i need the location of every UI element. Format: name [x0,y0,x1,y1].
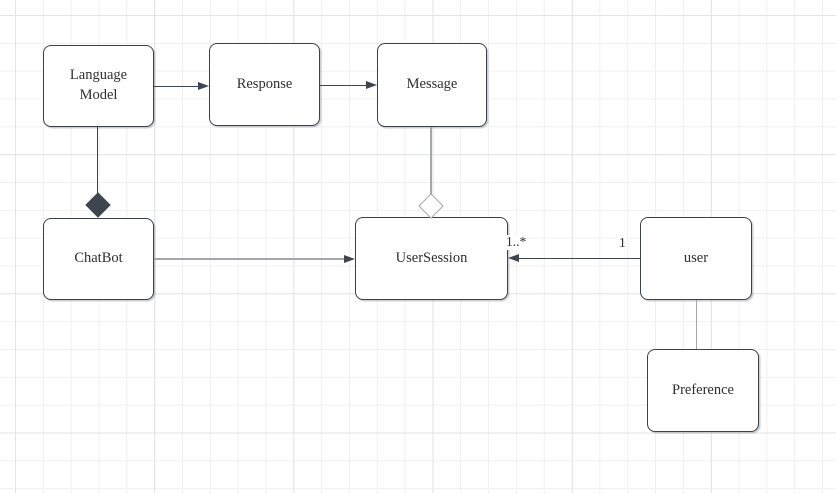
composition-diamond-icon [84,192,111,218]
arrowhead-right-icon [344,254,355,263]
edge-languagemodel-chatbot[interactable] [96,127,99,194]
node-preference[interactable]: Preference [647,349,759,432]
arrowhead-right-icon [198,81,209,90]
multiplicity-label-many: 1..* [505,234,528,250]
edge-message-usersession[interactable] [430,127,432,195]
node-language-model[interactable]: Language Model [43,45,154,127]
node-response-label: Response [236,75,293,92]
multiplicity-label-one: 1 [618,235,627,251]
edge-response-message[interactable] [320,84,366,86]
node-language-model-label: Language Model [69,67,128,103]
node-message[interactable]: Message [377,43,487,127]
edge-user-preference[interactable] [695,300,697,349]
node-response[interactable]: Response [209,43,320,126]
node-usersession-label: UserSession [395,249,468,266]
node-chatbot[interactable]: ChatBot [43,218,154,300]
edge-languagemodel-response[interactable] [154,85,199,87]
node-chatbot-label: ChatBot [74,250,123,267]
node-usersession[interactable]: UserSession [355,217,508,300]
node-user[interactable]: user [640,217,752,300]
edge-user-usersession[interactable] [518,257,640,259]
node-preference-label: Preference [672,381,734,398]
edge-chatbot-usersession[interactable] [154,258,345,260]
node-user-label: user [683,249,709,266]
node-message-label: Message [406,76,458,93]
arrowhead-right-icon [366,80,377,89]
arrowhead-left-icon [508,253,519,262]
aggregation-diamond-icon [418,192,444,219]
